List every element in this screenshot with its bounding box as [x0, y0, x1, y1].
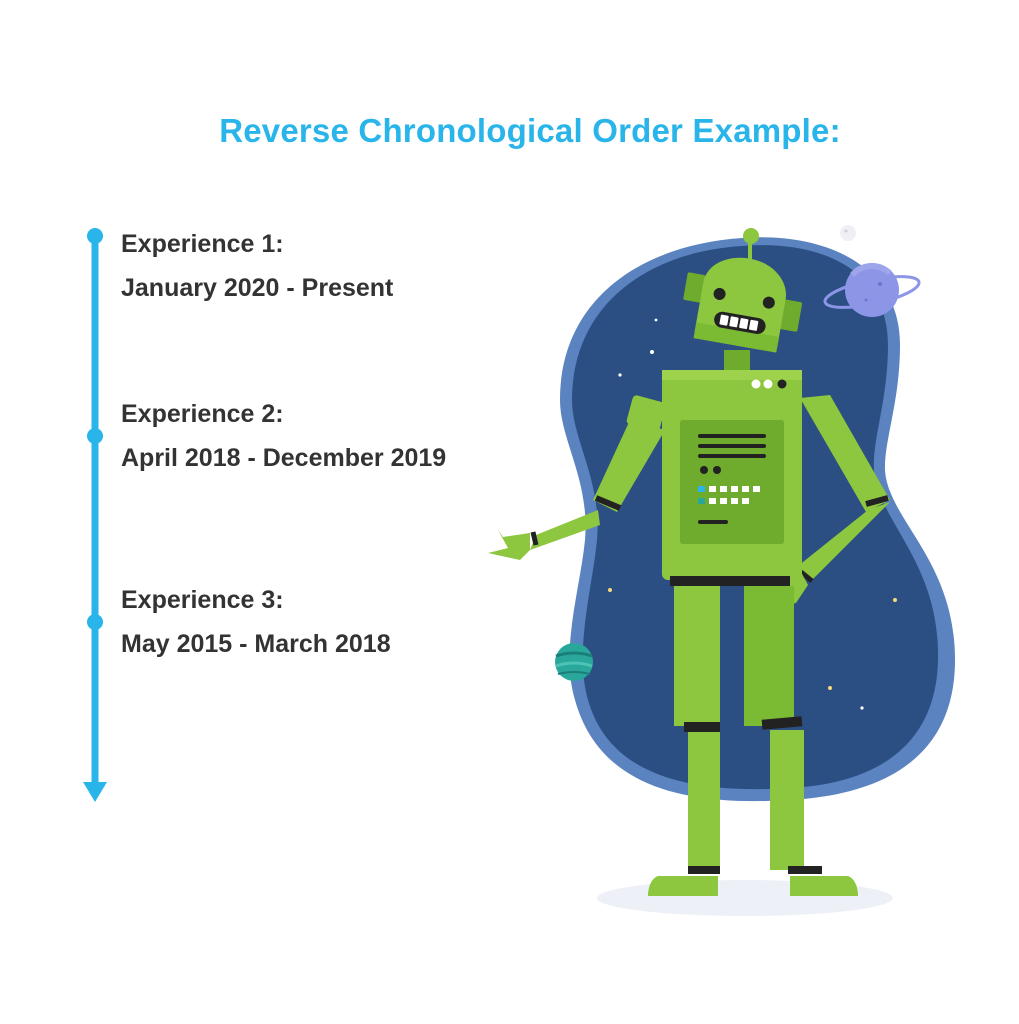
timeline-entry-3: Experience 3: May 2015 - March 2018	[121, 584, 391, 660]
robot-illustration	[488, 225, 955, 916]
robot-neck	[724, 350, 750, 370]
timeline-arrow	[83, 228, 107, 802]
entry-label: Experience 2:	[121, 400, 284, 428]
timeline-dot-3	[87, 614, 103, 630]
timeline-dot-1	[87, 228, 103, 244]
entry-label: Experience 3:	[121, 586, 284, 614]
page-title: Reverse Chronological Order Example:	[219, 112, 841, 149]
robot-belt	[670, 576, 790, 586]
robot-head	[683, 257, 803, 353]
robot-chest-lights	[698, 486, 760, 504]
ringed-planet-icon	[823, 263, 921, 317]
robot-eye-left	[713, 287, 726, 300]
entry-label: Experience 1:	[121, 230, 284, 258]
antenna-tip	[743, 228, 759, 244]
robot-arm-left	[488, 395, 666, 560]
timeline-entry-1: Experience 1: January 2020 - Present	[121, 228, 393, 304]
robot-leg-left	[648, 586, 720, 896]
timeline-arrowhead	[83, 782, 107, 802]
entry-date: May 2015 - March 2018	[121, 630, 391, 658]
entry-date: April 2018 - December 2019	[121, 444, 447, 472]
teal-planet-icon	[555, 643, 593, 681]
robot-foot-left	[648, 876, 718, 896]
robot-foot-right	[790, 876, 858, 896]
stars-yellow	[608, 588, 897, 690]
timeline-entry-2: Experience 2: April 2018 - December 2019	[121, 398, 446, 474]
entry-date: January 2020 - Present	[121, 274, 394, 302]
moon-icon	[840, 225, 856, 241]
robot-chest-panel	[680, 420, 784, 544]
timeline-dot-2	[87, 428, 103, 444]
robot-leg-right	[744, 586, 858, 896]
robot-eye-right	[762, 296, 775, 309]
stars	[618, 318, 864, 710]
